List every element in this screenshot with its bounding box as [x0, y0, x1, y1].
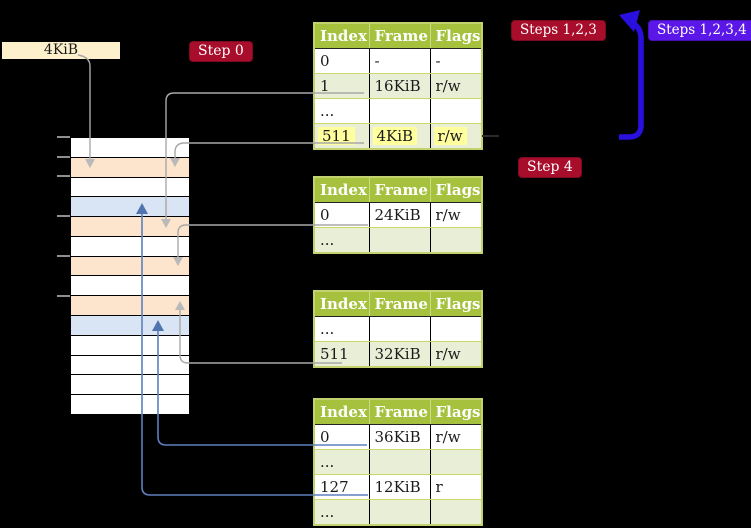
table-cell: r	[430, 474, 482, 500]
memory-frame-white	[71, 335, 189, 356]
table-cell	[369, 316, 431, 342]
table-cell: 32KiB	[369, 341, 431, 368]
memory-frame-orange	[71, 217, 189, 237]
table-cell: 16KiB	[369, 73, 431, 99]
table-row: ...	[314, 499, 482, 526]
table-cell	[430, 449, 482, 475]
table-cell	[369, 227, 431, 254]
table-cell: 1	[314, 73, 370, 99]
column-header: Index	[314, 23, 370, 49]
table-cell	[369, 98, 431, 124]
table-cell: r/w	[430, 202, 482, 228]
table-cell: 127	[314, 474, 370, 500]
table-cell: 0	[314, 202, 370, 228]
memory-frame-orange	[71, 256, 189, 277]
memory-tick	[57, 295, 70, 297]
table-cell: ...	[314, 98, 370, 124]
steps-flow-arrow	[619, 10, 644, 140]
column-header: Frame	[369, 399, 431, 425]
table-row: 0--	[314, 48, 482, 74]
column-header: Index	[314, 291, 370, 317]
table-row: 511 4KiB r/w	[314, 123, 482, 150]
memory-frame-white	[71, 177, 189, 198]
table-cell: r/w	[430, 424, 482, 450]
highlighted-value: 4KiB	[372, 127, 418, 145]
memory-frame-blue	[71, 197, 189, 218]
table-cell	[369, 449, 431, 475]
column-header: Frame	[369, 291, 431, 317]
table-cell: ...	[314, 316, 370, 342]
table-cell	[430, 499, 482, 526]
table-cell: ...	[314, 227, 370, 254]
table-cell: 0	[314, 424, 370, 450]
memory-tick	[57, 136, 70, 138]
table-row: ...	[314, 449, 482, 475]
column-header: Frame	[369, 23, 431, 49]
column-header: Frame	[369, 177, 431, 203]
table-cell: ...	[314, 499, 370, 526]
table-cell	[430, 227, 482, 254]
table-cell: ...	[314, 449, 370, 475]
table-row: ...	[314, 316, 482, 342]
table-row: ...	[314, 98, 482, 124]
physical-memory-column	[70, 137, 190, 415]
badge-steps-1-2-3-4: Steps 1,2,3,4	[648, 20, 751, 41]
table-cell: 511	[314, 341, 370, 368]
memory-tick	[57, 255, 70, 257]
memory-frame-white	[71, 138, 189, 158]
memory-frame-white	[71, 276, 189, 297]
badge-step-0: Step 0	[189, 41, 253, 62]
memory-frame-orange	[71, 157, 189, 178]
memory-tick	[57, 175, 70, 177]
table-cell: r/w	[430, 123, 482, 150]
table-cell: -	[430, 48, 482, 74]
table-row: ...	[314, 227, 482, 254]
column-header: Flags	[430, 291, 482, 317]
table-cell: r/w	[430, 341, 482, 368]
column-header: Index	[314, 177, 370, 203]
memory-frame-white	[71, 236, 189, 257]
table-cell: 4KiB	[369, 123, 431, 150]
table-cell	[430, 98, 482, 124]
table-cell: 511	[314, 123, 370, 150]
table-cell: 24KiB	[369, 202, 431, 228]
table-cell	[430, 316, 482, 342]
memory-frame-white	[71, 375, 189, 396]
column-header: Flags	[430, 399, 482, 425]
table-cell: 0	[314, 48, 370, 74]
frame-size-label: 4KiB	[2, 42, 120, 59]
memory-tick	[57, 215, 70, 217]
memory-frame-blue	[71, 316, 189, 336]
badge-step-4: Step 4	[518, 157, 582, 178]
table-cell	[369, 499, 431, 526]
memory-frame-white	[71, 355, 189, 376]
table-cell: 36KiB	[369, 424, 431, 450]
table-cell: -	[369, 48, 431, 74]
table-cell: 12KiB	[369, 474, 431, 500]
highlighted-value: r/w	[433, 127, 467, 145]
column-header: Flags	[430, 177, 482, 203]
memory-frame-orange	[71, 296, 189, 317]
memory-tick	[57, 156, 70, 158]
memory-frame-white	[71, 395, 189, 414]
column-header: Flags	[430, 23, 482, 49]
table-cell: r/w	[430, 73, 482, 99]
badge-steps-1-2-3: Steps 1,2,3	[511, 20, 606, 41]
column-header: Index	[314, 399, 370, 425]
highlighted-value: 511	[318, 127, 355, 145]
